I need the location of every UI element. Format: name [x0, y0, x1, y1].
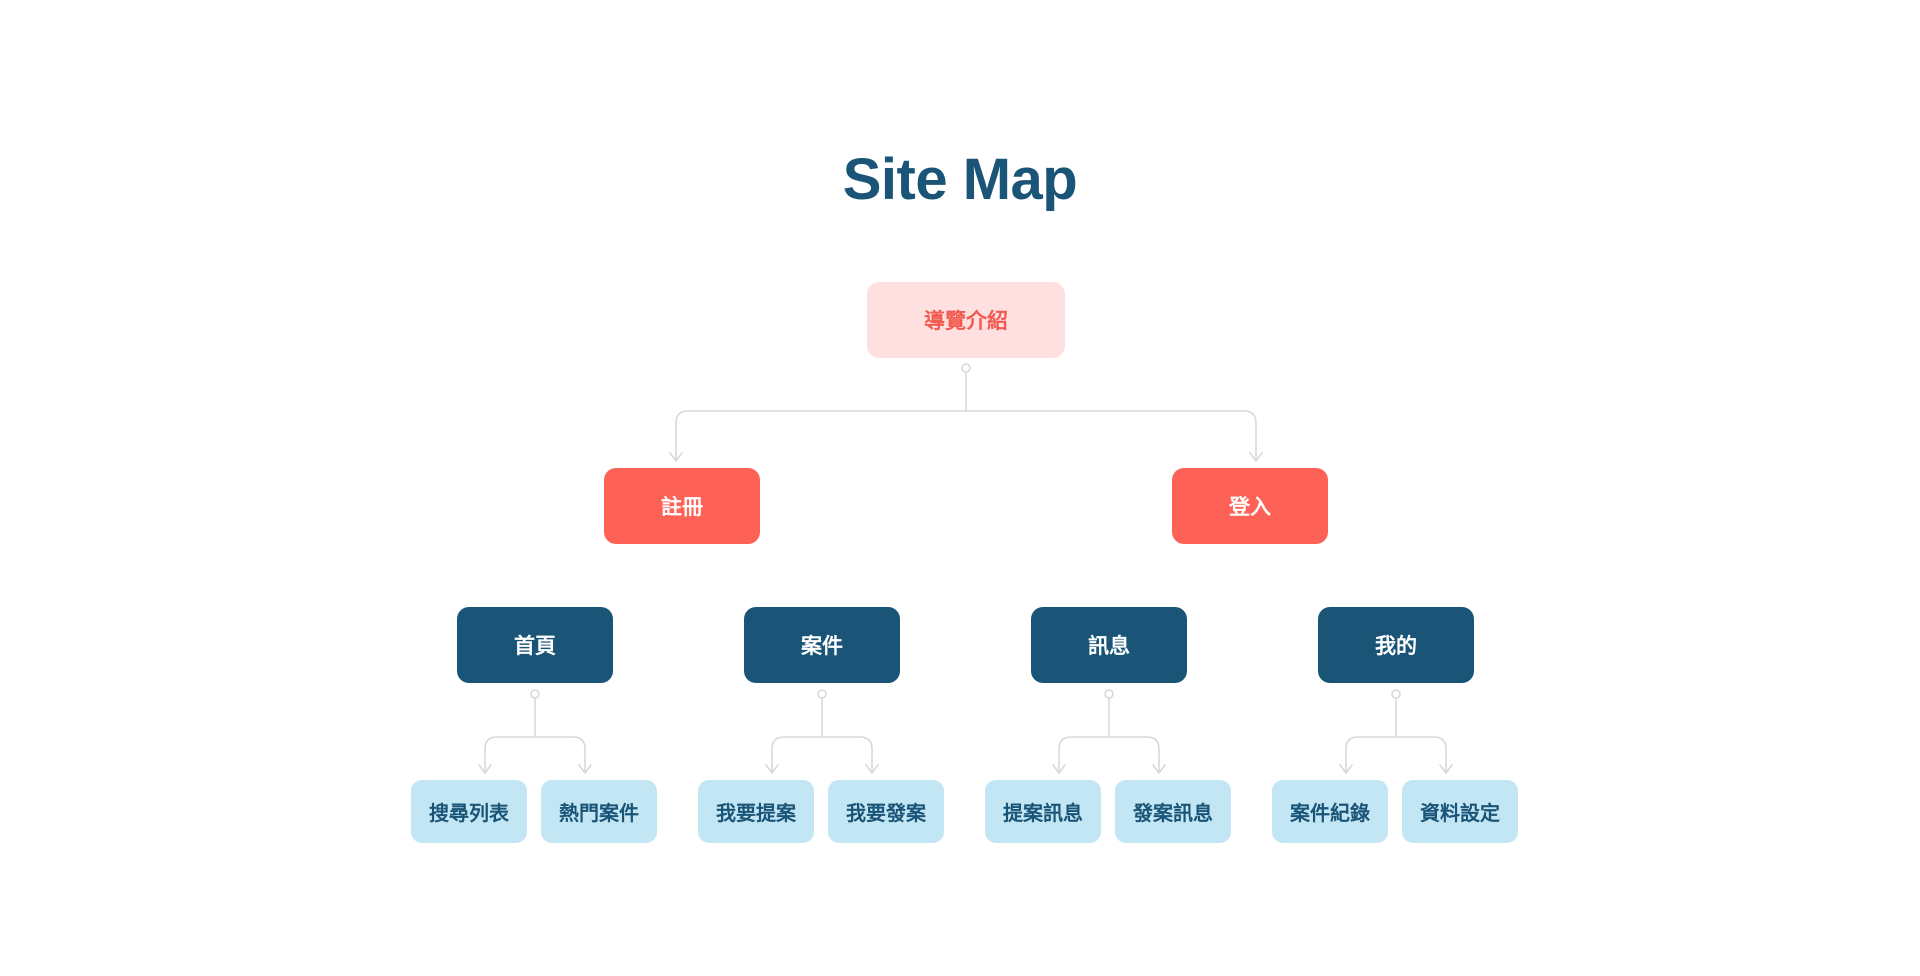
node-leaf-post-case[interactable]: 我要發案 [828, 780, 944, 843]
node-login[interactable]: 登入 [1172, 468, 1328, 544]
node-leaf-popular-cases[interactable]: 熱門案件 [541, 780, 657, 843]
node-section-home[interactable]: 首頁 [457, 607, 613, 683]
node-leaf-profile-settings[interactable]: 資料設定 [1402, 780, 1518, 843]
node-leaf-proposal-messages[interactable]: 提案訊息 [985, 780, 1101, 843]
node-section-mine[interactable]: 我的 [1318, 607, 1474, 683]
node-section-messages[interactable]: 訊息 [1031, 607, 1187, 683]
node-root[interactable]: 導覽介紹 [867, 282, 1065, 358]
connector-section-mine [1339, 689, 1453, 774]
connector-section-messages [1052, 689, 1166, 774]
node-section-cases[interactable]: 案件 [744, 607, 900, 683]
page-title: Site Map [842, 147, 1078, 212]
node-leaf-case-records[interactable]: 案件紀錄 [1272, 780, 1388, 843]
node-leaf-case-messages[interactable]: 發案訊息 [1115, 780, 1231, 843]
connector-section-home [478, 689, 592, 774]
node-leaf-submit-proposal[interactable]: 我要提案 [698, 780, 814, 843]
connector-root [669, 363, 1263, 462]
node-register[interactable]: 註冊 [604, 468, 760, 544]
node-leaf-search-list[interactable]: 搜尋列表 [411, 780, 527, 843]
connector-section-cases [765, 689, 879, 774]
